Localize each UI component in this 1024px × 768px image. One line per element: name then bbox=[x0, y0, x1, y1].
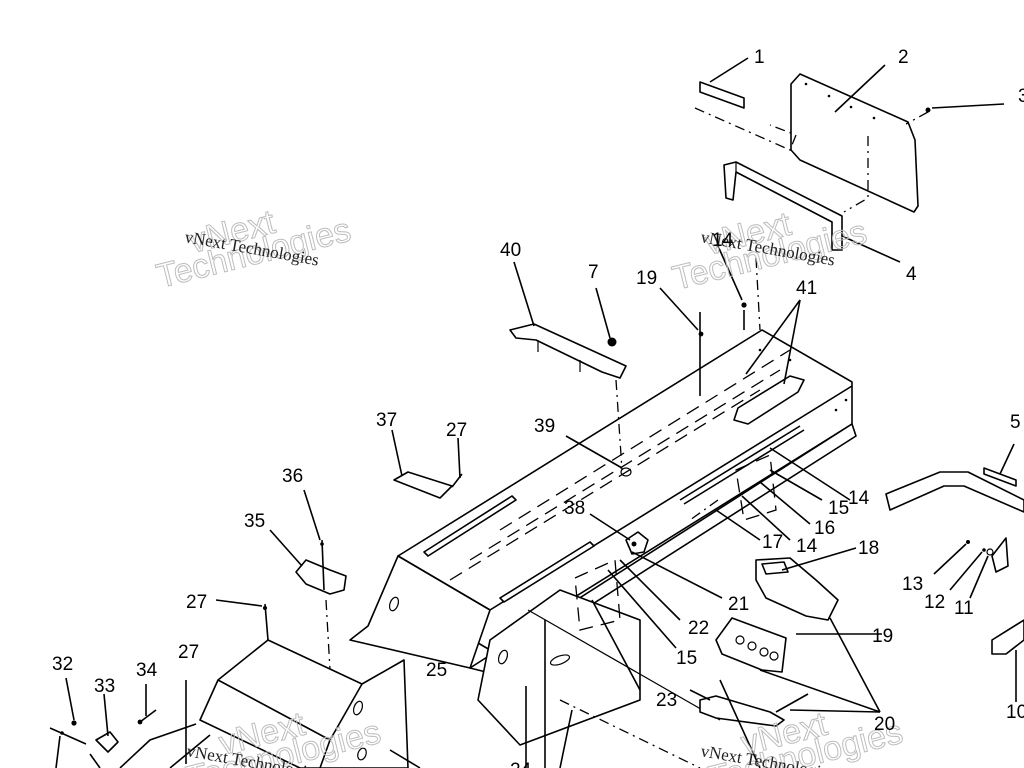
part-frame-bar-5 bbox=[885, 443, 1024, 513]
callout-34: 34 bbox=[136, 660, 158, 681]
callout-20: 20 bbox=[874, 714, 895, 735]
callout-24: 24 bbox=[510, 760, 532, 768]
callout-18: 18 bbox=[858, 538, 879, 559]
callout-5: 5 bbox=[1010, 412, 1021, 433]
part-plate-37 bbox=[391, 429, 463, 499]
part-screw-14 bbox=[717, 245, 761, 331]
part-bracket-4 bbox=[694, 107, 901, 263]
callout-33: 33 bbox=[94, 676, 115, 697]
callout-19-right: 19 bbox=[872, 626, 893, 647]
callout-41: 41 bbox=[796, 278, 817, 299]
callout-15-lower: 15 bbox=[676, 648, 697, 669]
callout-16: 16 bbox=[814, 518, 835, 539]
parts-32-34 bbox=[49, 677, 187, 768]
part-plate-20 bbox=[699, 617, 882, 727]
callout-14-right: 14 bbox=[848, 488, 870, 509]
callout-10: 10 bbox=[1006, 702, 1024, 723]
callout-14-top: 14 bbox=[712, 230, 734, 251]
callout-35: 35 bbox=[244, 511, 265, 532]
callout-11: 11 bbox=[954, 598, 974, 619]
leaders-14-17 bbox=[689, 447, 851, 541]
part-screw-27 bbox=[215, 599, 269, 641]
callout-labels: 1 2 3 4 14 5 7 10 11 12 13 14 14 14 15 1… bbox=[52, 47, 1024, 768]
part-grommet-38 bbox=[589, 513, 649, 555]
part-lower-frame bbox=[477, 559, 721, 768]
leader-41 bbox=[745, 299, 801, 385]
callout-39: 39 bbox=[534, 416, 555, 437]
callout-1: 1 bbox=[754, 47, 765, 68]
callout-27-top: 27 bbox=[446, 420, 467, 441]
callout-23: 23 bbox=[656, 690, 677, 711]
callout-27-low: 27 bbox=[178, 642, 199, 663]
part-fastener-3 bbox=[905, 103, 1005, 125]
callout-37: 37 bbox=[376, 410, 397, 431]
callout-12: 12 bbox=[924, 592, 945, 613]
callout-38: 38 bbox=[564, 498, 585, 519]
callout-15-right: 15 bbox=[828, 498, 849, 519]
callout-7: 7 bbox=[588, 262, 599, 283]
part-bracket-35 bbox=[269, 489, 347, 671]
part-tube-10 bbox=[991, 619, 1024, 702]
leaders-21-23 bbox=[591, 551, 761, 768]
part-plug-7 bbox=[595, 287, 623, 471]
part-lower-left-housing bbox=[119, 639, 421, 768]
part-channel-40 bbox=[509, 261, 627, 379]
callout-32: 32 bbox=[52, 654, 73, 675]
part-strip-1 bbox=[699, 57, 749, 109]
part-fasteners-11-13 bbox=[933, 537, 1009, 599]
part-bracket-18 bbox=[755, 547, 857, 621]
callout-14-mid: 14 bbox=[796, 536, 818, 557]
callout-40: 40 bbox=[500, 240, 521, 261]
callout-27-mid: 27 bbox=[186, 592, 207, 613]
callout-36: 36 bbox=[282, 466, 303, 487]
part-fastener-19 bbox=[659, 287, 704, 396]
callout-4: 4 bbox=[906, 264, 917, 285]
callout-25: 25 bbox=[426, 660, 447, 681]
callout-19-top: 19 bbox=[636, 268, 657, 289]
callout-22: 22 bbox=[688, 618, 709, 639]
callout-2: 2 bbox=[898, 47, 909, 68]
callout-3: 3 bbox=[1018, 86, 1024, 107]
part-panel-2 bbox=[790, 64, 919, 213]
callout-13: 13 bbox=[902, 574, 923, 595]
callout-17: 17 bbox=[762, 532, 783, 553]
callout-21: 21 bbox=[728, 594, 749, 615]
part-washer-39 bbox=[565, 435, 632, 477]
